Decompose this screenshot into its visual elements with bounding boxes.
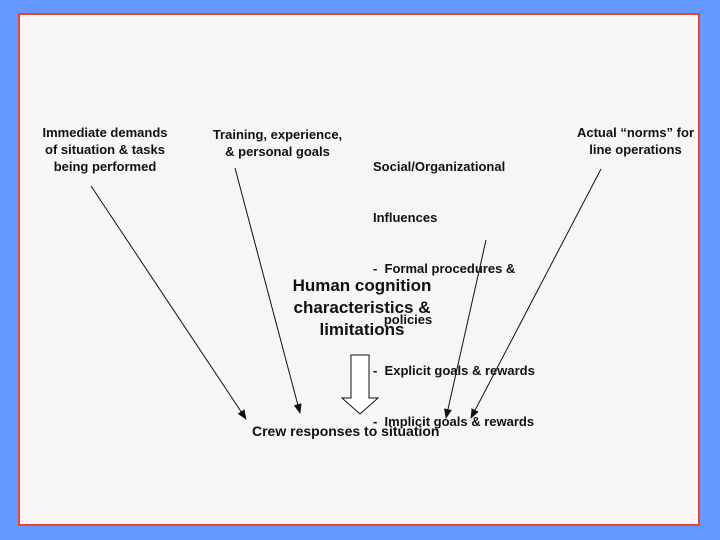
factor-text-line: Actual “norms” for xyxy=(576,125,694,140)
center-text-line: characteristics & xyxy=(293,298,431,317)
factor-actual-norms: Actual “norms” for line operations xyxy=(558,124,713,158)
factor-text-line: Social/Organizational xyxy=(373,159,506,174)
factor-text-line: Immediate demands xyxy=(42,125,168,140)
factor-immediate-demands: Immediate demands of situation & tasks b… xyxy=(30,124,180,175)
human-cognition-label: Human cognition characteristics & limita… xyxy=(262,275,462,341)
factor-bullet-continuation: policies xyxy=(373,312,433,327)
crew-responses-label: Crew responses to situation xyxy=(252,423,440,439)
factor-text-line: & personal goals xyxy=(225,144,330,159)
factor-text-line: line operations xyxy=(589,142,682,157)
factor-text-line: Influences xyxy=(373,210,438,225)
factor-bullet: - Formal procedures & xyxy=(373,261,516,276)
arrow-actual-norms xyxy=(470,168,602,419)
slide xyxy=(18,13,700,526)
factor-training: Training, experience, & personal goals xyxy=(200,126,355,160)
arrow-immediate-demands xyxy=(90,185,247,420)
factor-text-line: of situation & tasks xyxy=(45,142,165,157)
center-text-line: limitations xyxy=(319,320,405,339)
arrow-training xyxy=(234,167,302,414)
factor-text-line: being performed xyxy=(53,159,157,174)
factor-text-line: Training, experience, xyxy=(212,127,343,142)
factor-bullet: - Implicit goals & rewards xyxy=(373,414,535,429)
arrow-social-organizational xyxy=(444,239,487,419)
block-arrow-down-icon xyxy=(340,354,380,415)
center-text-line: Human cognition xyxy=(292,276,432,295)
